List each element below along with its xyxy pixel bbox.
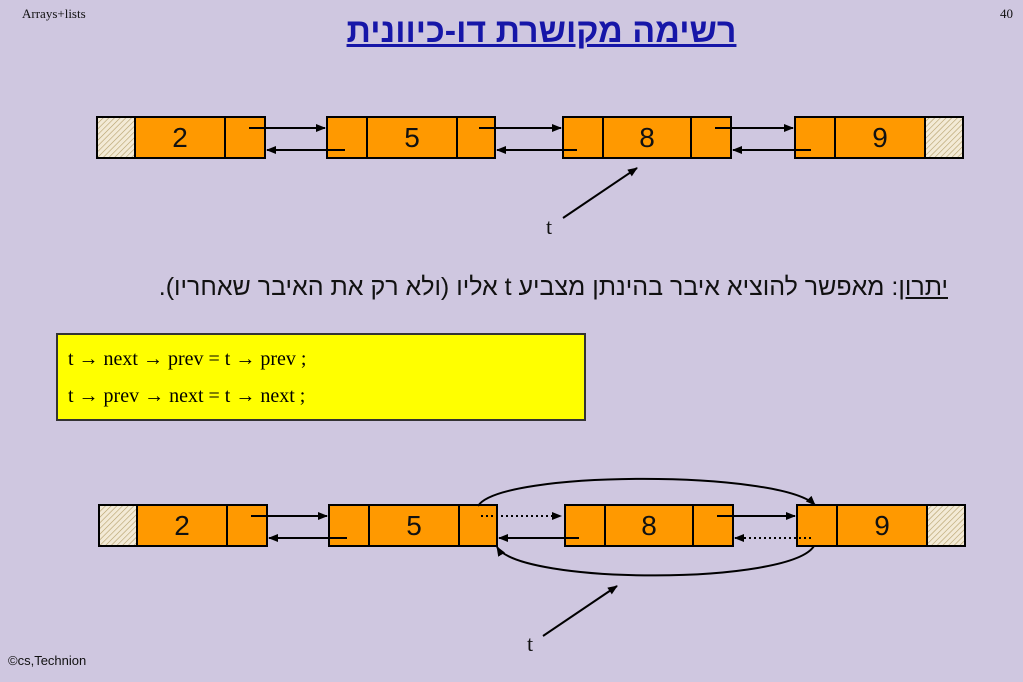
- node-value-cell: [134, 116, 226, 159]
- node-next-cell: [456, 116, 496, 159]
- null-next-cell: [926, 504, 966, 547]
- slide-header-label: Arrays+lists: [22, 6, 86, 21]
- advantage-heading: יתרון: [898, 273, 948, 301]
- node-value: 2: [174, 510, 190, 541]
- t-pointer-label: t: [527, 631, 533, 656]
- null-next-cell: [924, 116, 964, 159]
- new-prev-bypass-arrow: [496, 545, 815, 577]
- node-prev-cell: [326, 116, 368, 159]
- new-next-bypass-arrow: [477, 477, 816, 507]
- node-value-cell: [836, 504, 928, 547]
- null-prev-cell: [96, 116, 136, 159]
- node-next-cell: [224, 116, 266, 159]
- node-value-cell: [602, 116, 692, 159]
- node-prev-cell: [564, 504, 606, 547]
- node-value: 9: [872, 122, 888, 153]
- node-next-cell: [690, 116, 732, 159]
- node-value: 2: [172, 122, 188, 153]
- code-box: t → next → prev = t → prev ; t → prev → …: [56, 333, 586, 421]
- node-prev-cell: [562, 116, 604, 159]
- node-value: 5: [404, 122, 420, 153]
- slide-title: רשימה מקושרת דו-כיוונית: [346, 12, 737, 50]
- node-next-cell: [226, 504, 268, 547]
- node-value-cell: [136, 504, 228, 547]
- copyright-footer: ©cs,Technion: [8, 653, 87, 668]
- advantage-paragraph: יתרון: מאפשר להוציא איבר בהינתן מצביע t …: [150, 270, 948, 304]
- node-value: 9: [874, 510, 890, 541]
- node-next-cell: [458, 504, 498, 547]
- node-value: 5: [406, 510, 422, 541]
- t-pointer-label: t: [546, 214, 552, 239]
- node-prev-cell: [794, 116, 836, 159]
- t-pointer-arrow: [542, 585, 618, 637]
- page-number: 40: [1000, 6, 1013, 21]
- node-next-cell: [692, 504, 734, 547]
- node-prev-cell: [328, 504, 370, 547]
- t-pointer-arrow: [562, 167, 638, 219]
- null-prev-cell: [98, 504, 138, 547]
- bottom-list: 2 5 8 9 t: [98, 477, 966, 656]
- advantage-text: : מאפשר להוציא איבר בהינתן מצביע t אליו …: [158, 273, 899, 301]
- code-line: t → prev → next = t → next ;: [68, 385, 306, 407]
- node-value: 8: [639, 122, 655, 153]
- top-list: 2 5 8 9 t: [96, 116, 964, 239]
- code-line: t → next → prev = t → prev ;: [68, 348, 307, 370]
- node-value: 8: [641, 510, 657, 541]
- node-prev-cell: [796, 504, 838, 547]
